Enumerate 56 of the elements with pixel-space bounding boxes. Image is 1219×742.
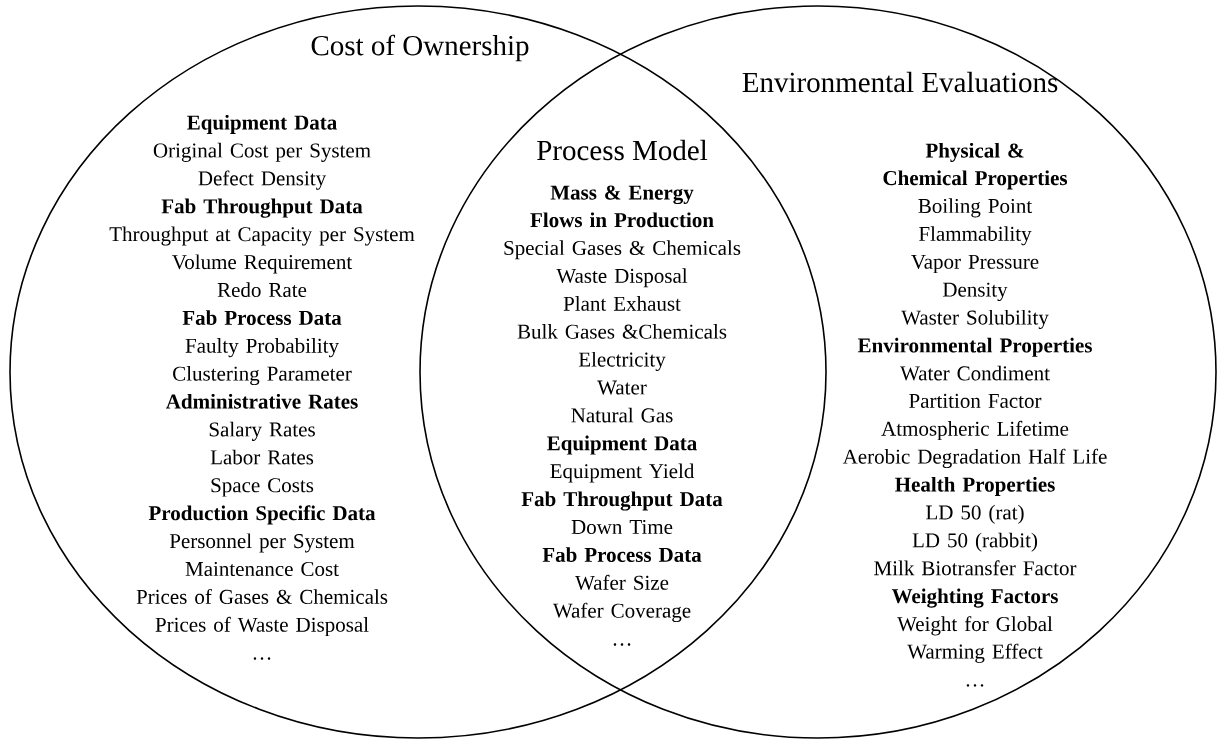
list-item: Aerobic Degradation Half Life [842,448,1107,469]
list-item: Flammability [919,226,1032,246]
list-item: Atmospheric Lifetime [881,420,1069,441]
list-item: Vapor Pressure [911,254,1039,274]
category-heading: Fab Throughput Data [161,198,363,218]
list-item: Clustering Parameter [173,366,352,386]
list-item: Boiling Point [918,198,1033,218]
list-item: Equipment Yield [550,463,695,483]
list-item: Redo Rate [217,282,307,298]
list-item: LD 50 (rat) [926,504,1024,524]
list-item: Prices of Waste Disposal [155,616,369,637]
list-item: Personnel per System [169,533,355,553]
category-heading: Mass & Energy Flows in Production [530,185,714,228]
list-item: Faulty Probability [185,338,339,358]
list-item: Special Gases & Chemicals [504,240,741,260]
category-heading: Fab Process Data [182,310,342,325]
list-item: Water [597,380,647,395]
category-heading: Administrative Rates [166,393,358,409]
category-heading: Physical & Chemical Properties [883,142,1068,190]
list-item: Wafer Size [575,574,669,590]
list-item: Throughput at Capacity per System [109,226,415,246]
list-item: … [613,643,631,646]
circle-title: Environmental Evaluations [742,71,1058,93]
category-heading: Environmental Properties [857,337,1092,357]
list-item: Plant Exhaust [563,296,681,311]
circle-title: Cost of Ownership [311,34,529,62]
list-item: Milk Biotransfer Factor [874,560,1077,576]
list-item: Waste Disposal [556,268,688,288]
list-item: Bulk Gases &Chemicals [517,324,727,339]
list-item: Labor Rates [210,449,314,465]
list-item: Wafer Coverage [552,602,691,623]
list-item: Defect Density [198,170,327,190]
list-item: Space Costs [211,478,314,497]
category-heading: Equipment Data [187,114,337,134]
list-item: Natural Gas [571,407,673,423]
list-item: Down Time [571,519,673,535]
list-item: Waster Solubility [901,309,1049,329]
category-heading: Weighting Factors [891,588,1058,608]
list-item: Maintenance Cost [185,561,339,577]
list-item: … [966,684,984,687]
category-heading: Fab Process Data [542,547,702,562]
list-item: Water Condiment Partition Factor [900,365,1050,408]
list-item: Original Cost per System [153,142,371,162]
category-heading: Fab Throughput Data [521,491,723,511]
category-heading: Equipment Data [547,435,697,455]
list-item: LD 50 (rabbit) [912,532,1038,552]
list-item: Prices of Gases & Chemicals [136,588,388,604]
list-item: Weight for Global Warming Effect [897,616,1053,663]
category-heading: Production Specific Data [148,505,376,525]
category-heading: Health Properties [895,476,1055,496]
circle-title: Process Model [537,139,708,161]
list-item: … [253,657,271,660]
list-item: Density [942,282,1008,302]
list-item: Salary Rates [209,421,315,441]
list-item: Volume Requirement [172,254,353,274]
list-item: Electricity [578,351,666,371]
